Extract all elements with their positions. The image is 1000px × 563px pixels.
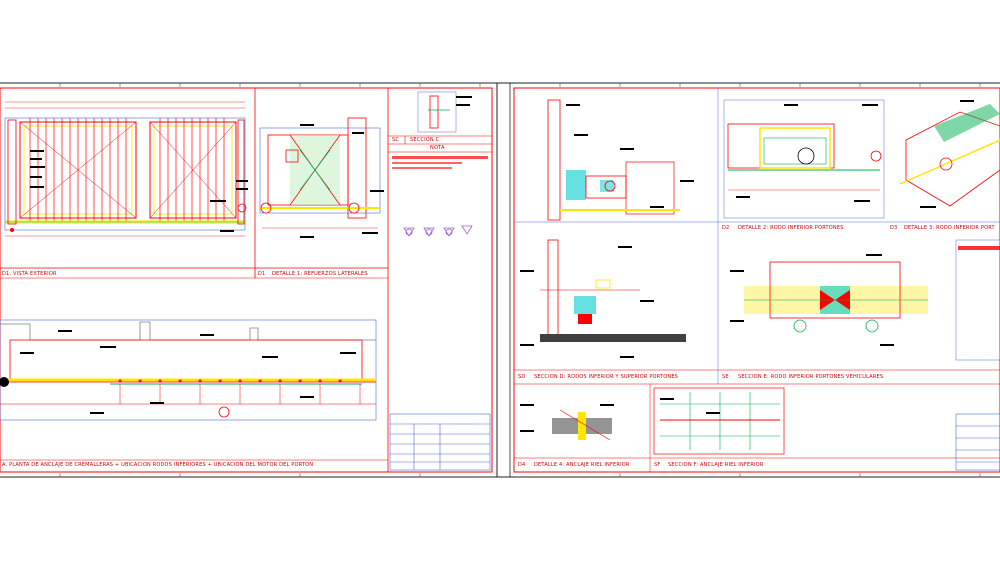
view-d2-title: DETALLE 1: REFUERZOS LATERALES xyxy=(272,271,368,277)
sec-e-title: SECCION E: RODO INFERIOR PORTONES VEHICU… xyxy=(738,374,884,380)
view-seccion-f-anclaje[interactable] xyxy=(653,387,1000,471)
view-detalle-1-refuerzos[interactable] xyxy=(259,117,384,238)
det2-title: DETALLE 2: RODO INFERIOR PORTONES xyxy=(738,225,844,231)
sec-f-id: SF xyxy=(654,462,661,468)
view-d1-vista-exterior[interactable] xyxy=(0,88,389,472)
sec-e-id: SE xyxy=(722,374,729,380)
sheet-frames xyxy=(0,82,1000,478)
right-sheet-border xyxy=(513,87,1000,473)
view-d1-title: D1. VISTA EXTERIOR xyxy=(2,271,57,277)
det4-title: DETALLE 4: ANCLAJE RIEL INFERIOR xyxy=(534,462,630,468)
frame-ticks xyxy=(59,83,981,477)
sec-d-title: SECCION D: RODOS INFERIOR Y SUPERIOR POR… xyxy=(534,374,679,380)
view-planta-anclaje[interactable] xyxy=(0,319,377,421)
sec-f-title: SECCION F: ANCLAJE RIEL INFERIOR xyxy=(668,462,764,468)
view-detalle-4-anclaje[interactable] xyxy=(514,384,1000,472)
left-sheet-border xyxy=(0,87,493,473)
view-seccion-e[interactable] xyxy=(730,239,1000,361)
view-detalle-2-rodo[interactable] xyxy=(723,99,885,219)
section-c-id: SC xyxy=(392,137,400,143)
view-seccion-d[interactable] xyxy=(514,88,1000,385)
det4-id: D4 xyxy=(518,462,526,468)
view-d2-id: D1 xyxy=(258,271,266,277)
section-c-title: SECCION C xyxy=(410,137,440,143)
sec-d-id: SD xyxy=(518,374,526,380)
view-planta-title: A. PLANTA DE ANCLAJE DE CREMALLERAS + UB… xyxy=(2,462,314,468)
view-detalle-3-rodo[interactable] xyxy=(899,100,1000,208)
det2-id: D2 xyxy=(722,225,730,231)
det3-title: DETALLE 3: RODO INFERIOR PORT xyxy=(904,225,995,231)
panel-section-c[interactable] xyxy=(388,91,492,471)
section-c-nota: NOTA xyxy=(430,145,445,151)
det3-id: D3 xyxy=(890,225,898,231)
